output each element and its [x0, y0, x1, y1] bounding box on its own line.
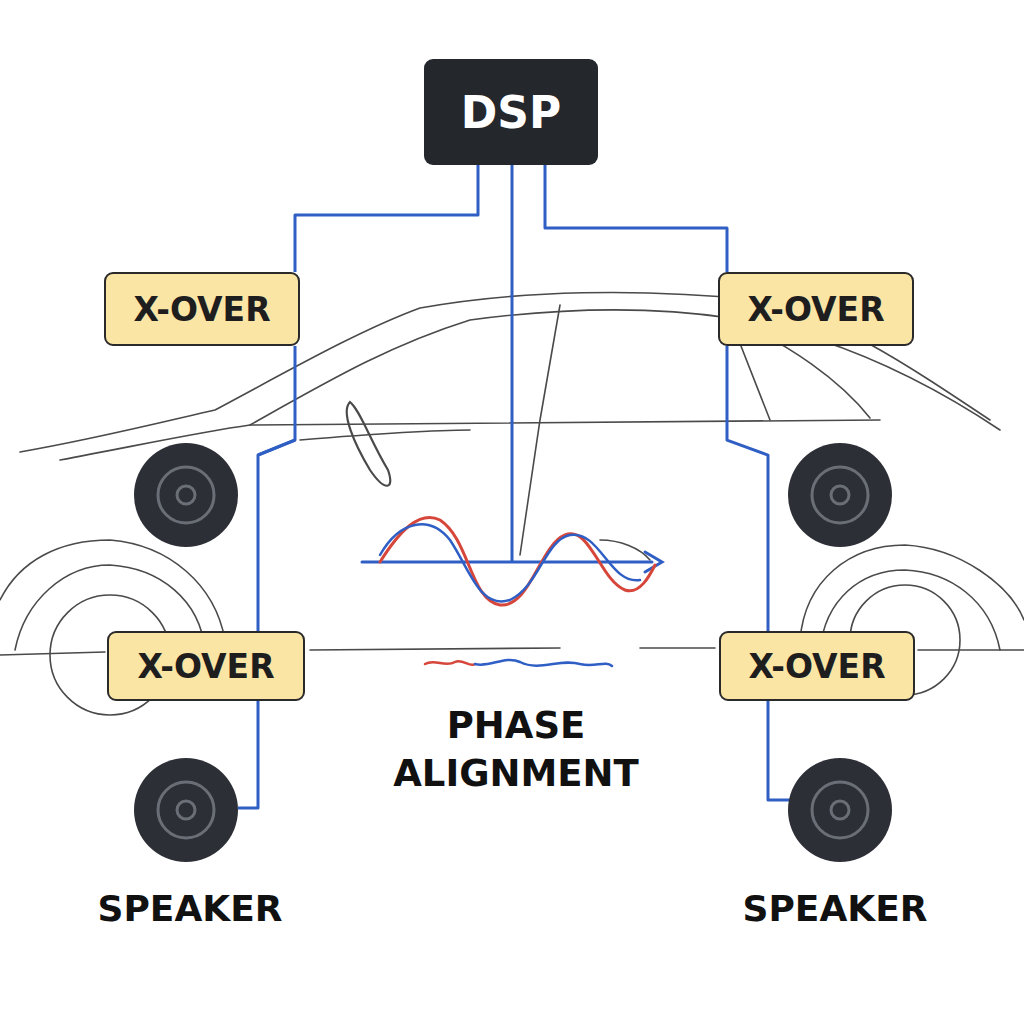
- crossover-box: X-OVER: [718, 272, 914, 346]
- signal-wire: [545, 165, 727, 272]
- speaker-label: SPEAKER: [743, 888, 928, 929]
- signal-wire: [727, 346, 768, 631]
- box-text: X-OVER: [133, 290, 270, 329]
- dsp-box: DSP: [424, 59, 598, 165]
- box-text: X-OVER: [747, 290, 884, 329]
- phase-label: PHASE ALIGNMENT: [352, 702, 680, 798]
- speaker-symbol: [134, 443, 892, 862]
- speaker-label: SPEAKER: [98, 888, 283, 929]
- crossover-box: X-OVER: [104, 272, 300, 346]
- crossover-box: X-OVER: [719, 631, 915, 701]
- phase-wave: [362, 517, 662, 666]
- signal-wire: [295, 165, 478, 272]
- box-text: X-OVER: [137, 647, 274, 686]
- signal-wire: [258, 346, 295, 631]
- crossover-box: X-OVER: [107, 631, 305, 701]
- box-text: X-OVER: [748, 647, 885, 686]
- box-text: DSP: [461, 87, 561, 138]
